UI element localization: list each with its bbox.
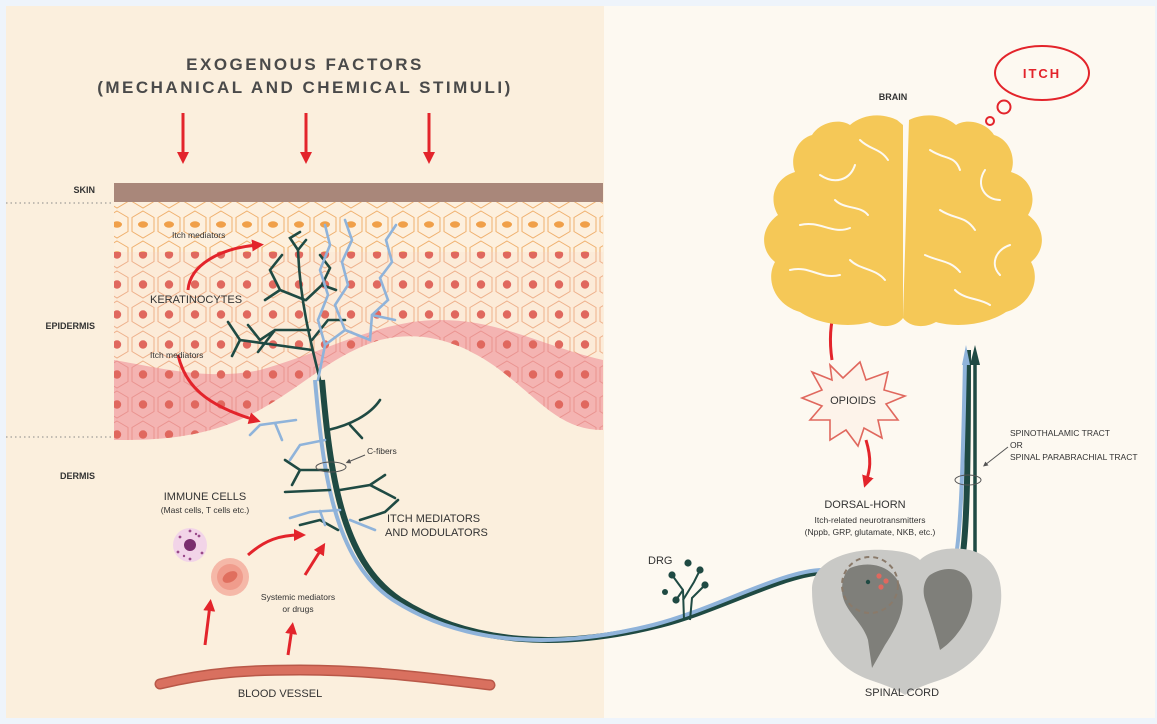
- opioids-label: OPIOIDS: [830, 395, 876, 407]
- spinal-cord-label: SPINAL CORD: [865, 687, 939, 699]
- mast-cell: [173, 528, 207, 562]
- systemic-label-2: or drugs: [282, 604, 313, 614]
- skin-layer: [114, 183, 603, 202]
- systemic-label-1: Systemic mediators: [261, 592, 335, 602]
- tract-label-2: OR: [1010, 440, 1023, 450]
- itch-mediators-bottom-label: Itch mediators: [150, 350, 203, 360]
- title-line-1: EXOGENOUS FACTORS: [186, 55, 424, 74]
- blood-vessel-label: BLOOD VESSEL: [238, 688, 322, 700]
- title-line-2: (MECHANICAL AND CHEMICAL STIMULI): [97, 78, 513, 97]
- dermis-label: DERMIS: [60, 471, 95, 481]
- neurotransmitters-label-2: (Nppb, GRP, glutamate, NKB, etc.): [805, 527, 936, 537]
- itch-label: ITCH: [1023, 66, 1061, 81]
- c-fibers-label: C-fibers: [367, 446, 397, 456]
- immune-cells-sublabel: (Mast cells, T cells etc.): [161, 505, 250, 515]
- keratinocytes-label: KERATINOCYTES: [150, 294, 242, 306]
- neurotransmitters-label-1: Itch-related neurotransmitters: [814, 515, 925, 525]
- dorsal-horn-label: DORSAL-HORN: [824, 499, 905, 511]
- brain: [764, 115, 1042, 326]
- itch-modulators-label-1: ITCH MEDIATORS: [387, 513, 480, 525]
- itch-mediators-top-label: Itch mediators: [172, 230, 225, 240]
- immune-cells-label: IMMUNE CELLS: [164, 491, 247, 503]
- brain-label: BRAIN: [879, 92, 908, 102]
- itch-modulators-label-2: AND MODULATORS: [385, 527, 488, 539]
- tract-label-1: SPINOTHALAMIC TRACT: [1010, 428, 1110, 438]
- t-cell: [211, 558, 249, 596]
- epidermis-label: EPIDERMIS: [45, 321, 95, 331]
- tract-label-3: SPINAL PARABRACHIAL TRACT: [1010, 452, 1138, 462]
- drg-label: DRG: [648, 555, 672, 567]
- skin-label: SKIN: [73, 185, 95, 195]
